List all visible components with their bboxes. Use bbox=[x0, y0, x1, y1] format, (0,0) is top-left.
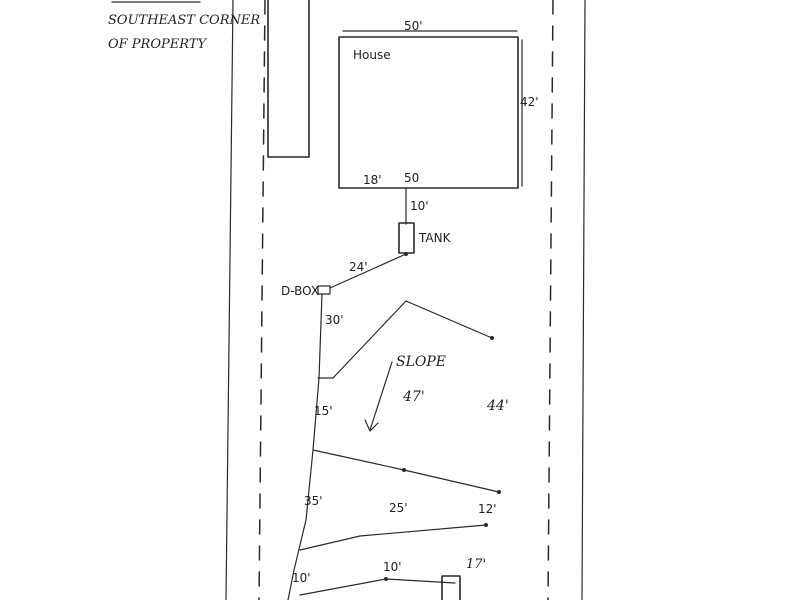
field-dim-35: 35' bbox=[304, 494, 323, 508]
house-width-dim: 50' bbox=[404, 19, 423, 33]
property-boundary-right bbox=[581, 0, 586, 600]
trench-1-end-dot bbox=[490, 336, 494, 340]
house-bottom-mid-dim: 50 bbox=[404, 171, 419, 185]
trench-4 bbox=[299, 578, 456, 596]
trench-2 bbox=[312, 449, 500, 493]
driveway-strip bbox=[267, 0, 310, 158]
note-line-1: SOUTHEAST CORNER bbox=[108, 13, 260, 28]
setback-line-left bbox=[258, 0, 266, 600]
house-bottom-left-dim: 18' bbox=[363, 173, 382, 187]
house-label: House bbox=[353, 48, 391, 62]
tank-to-dbox-line bbox=[329, 253, 407, 289]
field-dim-10-mid: 10' bbox=[383, 560, 402, 574]
field-dim-44: 44' bbox=[486, 398, 509, 414]
tank-label: TANK bbox=[418, 231, 452, 245]
field-dim-17: 17' bbox=[466, 557, 486, 572]
slope-arrow-head bbox=[364, 419, 379, 432]
field-dim-47: 47' bbox=[402, 389, 425, 405]
field-dim-10-left: 10' bbox=[292, 571, 311, 585]
house-outline[interactable] bbox=[338, 36, 519, 189]
tank-to-dbox-dim: 24' bbox=[349, 260, 368, 274]
house-depth-dim: 42' bbox=[520, 95, 539, 109]
trench-3 bbox=[299, 524, 487, 551]
trench-2-end-dot bbox=[497, 490, 501, 494]
field-dim-12: 12' bbox=[478, 502, 497, 516]
field-dim-30: 30' bbox=[325, 313, 344, 327]
distribution-box[interactable] bbox=[317, 285, 331, 295]
bottom-structure[interactable] bbox=[441, 575, 461, 600]
trench-2-mid-dot bbox=[402, 468, 406, 472]
setback-line-right bbox=[547, 0, 554, 600]
dbox-label: D-BOX bbox=[281, 284, 319, 298]
property-boundary-left bbox=[225, 0, 234, 600]
sewer-line-dim: 10' bbox=[410, 199, 429, 213]
header-line bbox=[287, 293, 323, 600]
note-line-2: OF PROPERTY bbox=[108, 37, 207, 52]
septic-tank[interactable] bbox=[398, 222, 415, 254]
trench-4-mid-dot bbox=[384, 577, 388, 581]
field-dim-25: 25' bbox=[389, 501, 408, 515]
slope-label: SLOPE bbox=[396, 354, 446, 370]
trench-3-end-dot bbox=[484, 523, 488, 527]
slope-arrow-shaft bbox=[369, 361, 393, 431]
trench-1 bbox=[317, 300, 493, 379]
field-dim-15: 15' bbox=[314, 404, 333, 418]
